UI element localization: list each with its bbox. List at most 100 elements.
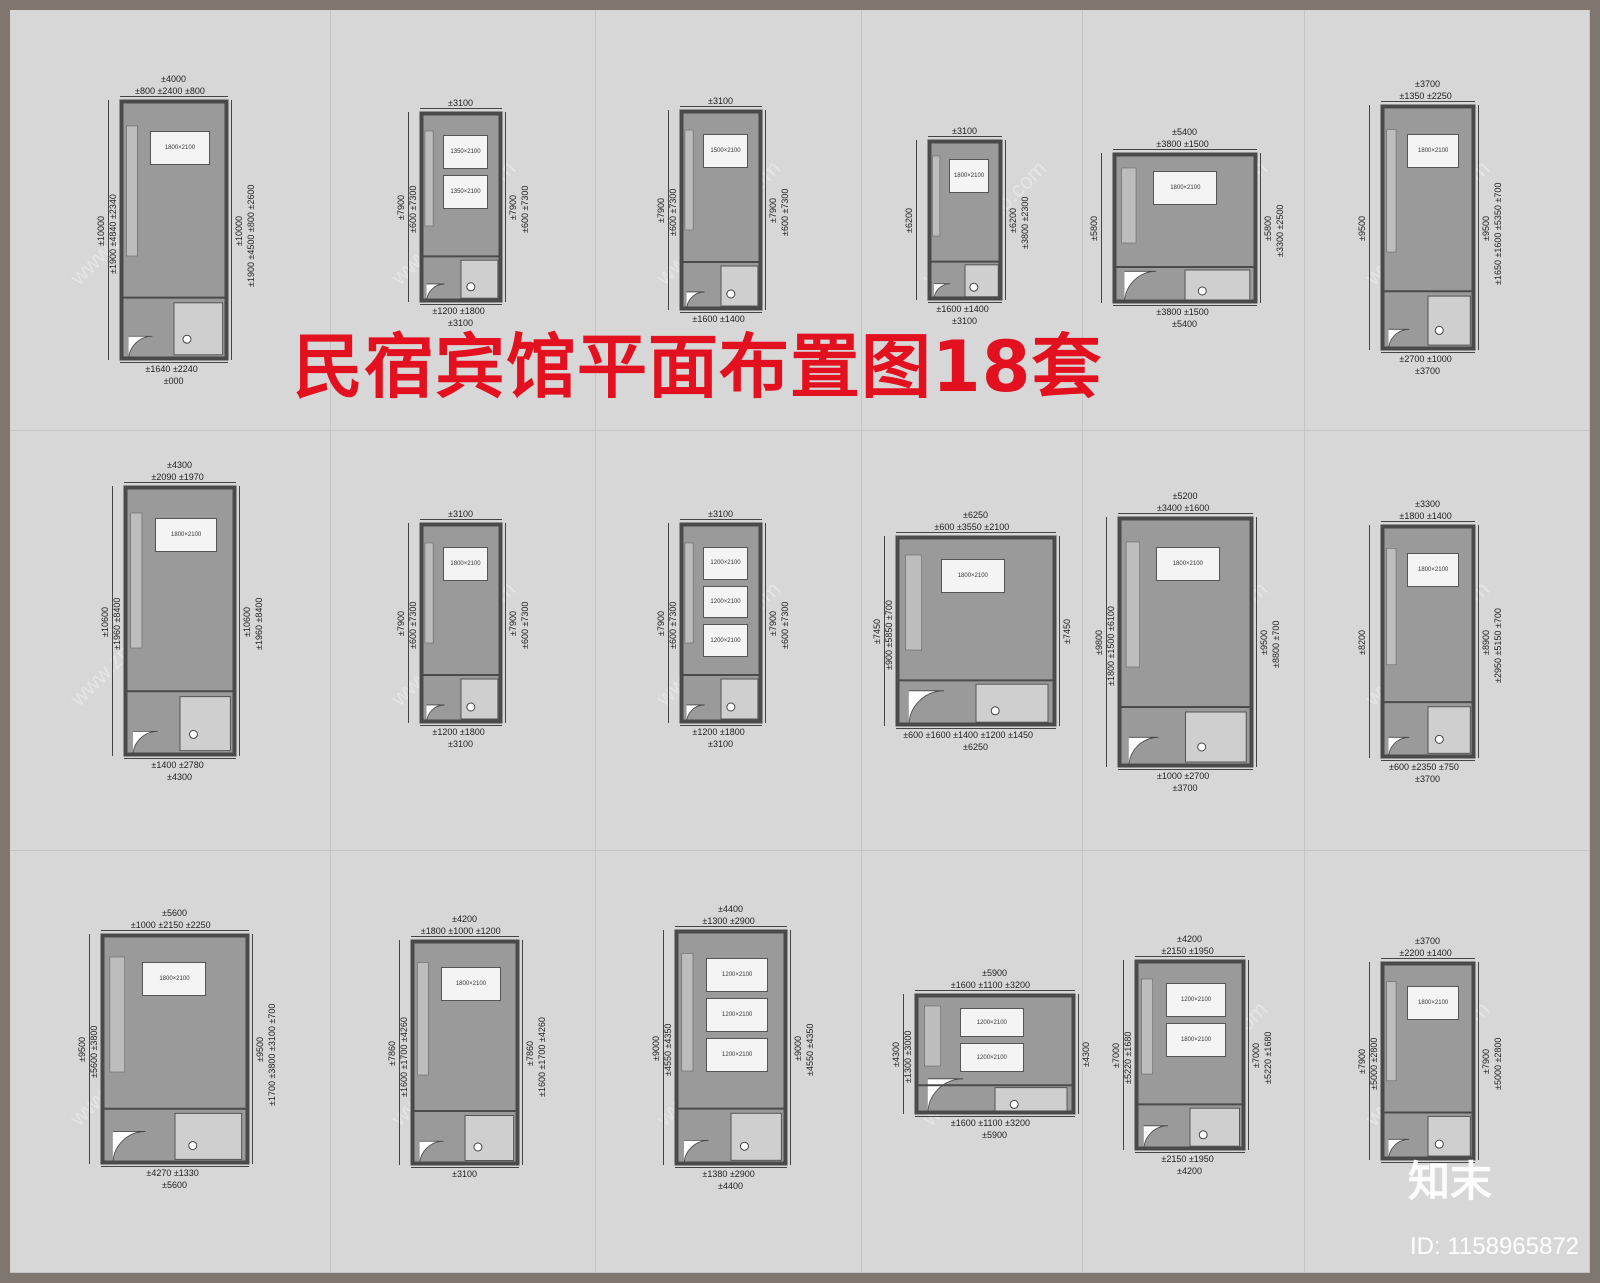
bed-size-label: 1200×2100: [710, 637, 741, 644]
dimension-line: [1135, 956, 1245, 957]
bathroom: [964, 264, 999, 298]
right-dimension: ±1600 ±1700 ±4260: [537, 1016, 547, 1097]
top-dimension: ±5600: [162, 908, 187, 918]
left-dimension: ±7900: [656, 198, 666, 223]
bottom-dimension: ±4270 ±1330: [146, 1168, 199, 1178]
bottom-dimension: ±1200 ±1800: [432, 306, 485, 316]
right-dimension: ±3800 ±2300: [1020, 196, 1030, 249]
toilet-icon: [188, 1141, 198, 1151]
right-dimension: ±5000 ±2800: [1493, 1037, 1503, 1090]
bed: 1800×2100: [142, 961, 207, 996]
sheet-cell: [331, 10, 596, 431]
bottom-dimension: ±6250: [963, 742, 988, 752]
left-dimension: ±9500: [77, 1037, 87, 1062]
exterior-wall: [1380, 524, 1476, 759]
top-dimension: ±4400: [718, 904, 743, 914]
toilet-icon: [1009, 1099, 1019, 1109]
floor-plan: 1800×2100±3700±1350 ±2250±2700 ±1000±370…: [1357, 79, 1503, 376]
toilet-icon: [726, 289, 736, 299]
sheet-cell: [1083, 851, 1305, 1273]
bathroom: [1427, 706, 1471, 754]
left-dimension: ±7900: [396, 611, 406, 636]
sheet-cell: [862, 10, 1083, 431]
bed-size-label: 1200×2100: [976, 1019, 1007, 1026]
bed: 1800×2100: [1165, 1022, 1227, 1057]
bed-size-label: 1800×2100: [1418, 566, 1449, 573]
dimension-line: [663, 930, 664, 1165]
bathroom: [174, 1112, 243, 1160]
top-dimension: ±6250: [963, 510, 988, 520]
door-swing: [683, 1139, 709, 1166]
drawing-sheet: [10, 10, 1590, 1273]
bed: 1800×2100: [1407, 552, 1459, 587]
top-dimension: ±3700: [1415, 79, 1440, 89]
toilet-icon: [182, 334, 192, 344]
left-dimension: ±600 ±7300: [668, 188, 678, 236]
bathroom: [460, 259, 499, 299]
bed: 1200×2100: [959, 1043, 1024, 1073]
sheet-cell: [1305, 431, 1590, 851]
right-dimension: ±4550 ±4350: [805, 1023, 815, 1077]
bottom-dimension: ±3100: [952, 316, 977, 326]
floor-plan: 1800×2100±3700±2200 ±1400±7900±5000 ±280…: [1357, 936, 1503, 1163]
bottom-dimension: ±600 ±2350 ±750: [1389, 762, 1459, 772]
left-dimension: ±600 ±7300: [668, 601, 678, 649]
dimension-line: [680, 106, 762, 107]
dimension-line: [1381, 760, 1475, 761]
bottom-dimension: ±3800 ±1500: [1156, 307, 1209, 317]
right-dimension: ±8800 ±700: [1271, 620, 1281, 668]
dimension-line: [1113, 149, 1257, 150]
right-dimension: ±7900: [768, 611, 778, 636]
exterior-wall: [1117, 516, 1254, 768]
bottom-dimension: ±3700: [1415, 366, 1440, 376]
top-dimension: ±2200 ±1400: [1399, 948, 1452, 958]
wardrobe: [932, 155, 941, 237]
sheet-cell: [331, 431, 596, 851]
bathroom: [464, 1115, 515, 1161]
bed-size-label: 1200×2100: [722, 972, 753, 979]
top-dimension: ±5400: [1172, 127, 1197, 137]
right-dimension: ±600 ±7300: [780, 601, 790, 649]
right-dimension: ±3300 ±2500: [1275, 204, 1285, 257]
bed-size-label: 1200×2100: [722, 1052, 753, 1059]
exterior-wall: [419, 111, 503, 303]
dimension-line: [765, 523, 766, 723]
exterior-wall: [674, 929, 788, 1166]
bed-size-label: 1800×2100: [953, 173, 985, 180]
right-dimension: ±1700 ±3800 ±3100 ±700: [267, 1003, 277, 1107]
dimension-line: [505, 523, 506, 723]
right-dimension: ±7900: [508, 611, 518, 636]
bed: 1200×2100: [702, 624, 749, 657]
floor-plan: 1800×2100±4000±800 ±2400 ±800±1640 ±2240…: [96, 74, 256, 386]
left-dimension: ±7900: [656, 611, 666, 636]
left-dimension: ±1600 ±1700 ±4260: [399, 1016, 409, 1097]
dimension-line: [916, 140, 917, 300]
dimension-line: [896, 728, 1056, 729]
bed: 1200×2100: [706, 1038, 768, 1073]
bathroom: [720, 678, 759, 720]
floor-plan: 1500×2100±3100±1600 ±1400±7900±600 ±7300…: [656, 96, 790, 324]
dimension-line: [522, 940, 523, 1165]
sheet-cell: [1305, 10, 1590, 431]
bottom-dimension: ±1600 ±1400: [692, 314, 745, 324]
dimension-line: [399, 940, 400, 1165]
right-dimension: ±9000: [793, 1035, 803, 1061]
exterior-wall: [927, 139, 1003, 301]
dimension-line: [1381, 352, 1475, 353]
dimension-line: [675, 926, 787, 927]
bed-size-label: 1800×2100: [1418, 999, 1449, 1006]
bottom-dimension: ±1200 ±1800: [692, 727, 745, 737]
exterior-wall: [410, 939, 520, 1166]
top-dimension: ±3300: [1415, 499, 1440, 509]
floor-plan: 1800×2100±3100±1600 ±1400±3100±6200±6200…: [904, 126, 1030, 326]
toilet-icon: [466, 702, 476, 712]
dimension-line: [1123, 960, 1124, 1150]
bottom-dimension: ±1640 ±2240: [145, 364, 198, 374]
floor-plan: 1800×2100±4300±2090 ±1970±1400 ±2780±430…: [100, 460, 264, 782]
sheet-cell: [596, 10, 862, 431]
bottom-dimension: ±3100: [448, 739, 473, 749]
bottom-dimension: ±5600: [162, 1180, 187, 1190]
bottom-dimension: ±2700 ±1000: [1399, 354, 1452, 364]
sheet-cell: [10, 431, 331, 851]
wardrobe: [1386, 547, 1397, 666]
